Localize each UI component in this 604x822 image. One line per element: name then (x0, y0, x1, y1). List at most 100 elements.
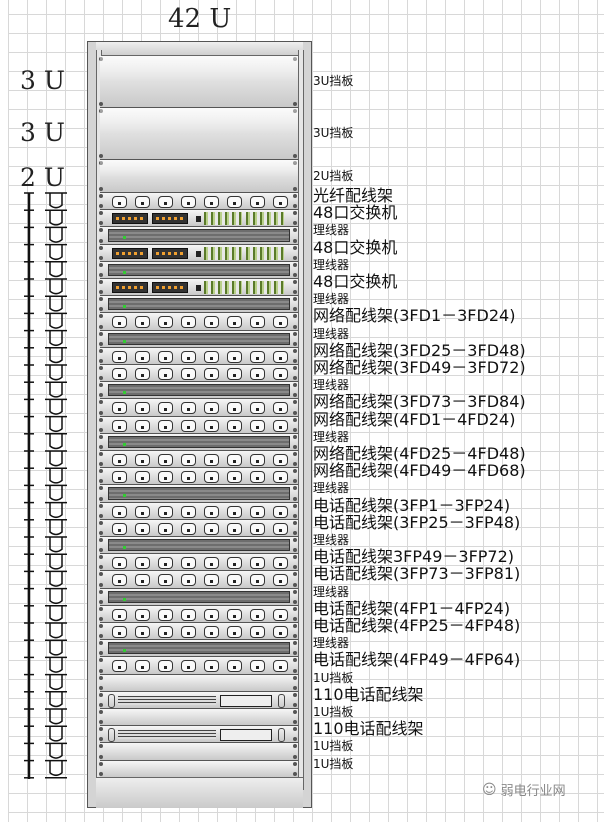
u-glyph-mark (49, 588, 63, 605)
screw-icon (99, 727, 103, 732)
screw-icon (293, 727, 297, 732)
screw-icon (99, 228, 103, 233)
port-outlet-icon (227, 574, 242, 587)
u-glyph-mark (49, 571, 63, 587)
screw-icon (99, 255, 103, 260)
rack-unit-patch (99, 571, 298, 589)
port-outlet-icon (181, 316, 196, 329)
screw-icon (99, 348, 103, 353)
u-glyph-mark (49, 674, 63, 691)
screw-icon (293, 358, 297, 363)
handle-icon (278, 693, 285, 708)
uplink-ports (112, 213, 148, 225)
screw-icon (293, 754, 297, 759)
port-outlet-icon (273, 402, 288, 415)
uplink-ports (112, 247, 148, 259)
screw-icon (293, 348, 297, 353)
screw-icon (99, 634, 103, 639)
rack-base (96, 777, 303, 808)
screw-icon (293, 761, 297, 766)
screw-icon (99, 616, 103, 621)
port-outlet-icon (135, 660, 150, 673)
unit-label: 网络配线架(3FD49－3FD72) (313, 358, 526, 377)
rack-unit-patch (99, 502, 298, 520)
wechat-icon: ☺ (482, 781, 497, 798)
port-outlet-icon (273, 350, 288, 363)
port-outlet-icon (204, 402, 219, 415)
rack-unit-blank3 (99, 108, 298, 160)
screw-icon (293, 771, 297, 776)
u-glyph-mark (49, 244, 63, 261)
port-outlet-icon (181, 402, 196, 415)
u-glyph-mark (49, 709, 63, 725)
port-outlet-icon (158, 316, 173, 329)
screw-icon (293, 520, 297, 525)
rack-unit-patch (99, 313, 298, 331)
screw-icon (99, 427, 103, 432)
screw-icon (99, 204, 103, 209)
port-outlet-icon (204, 505, 219, 518)
port-outlet-icon (158, 608, 173, 621)
screw-icon (293, 307, 297, 312)
port-outlet-icon (112, 505, 127, 518)
port-outlet-icon (204, 626, 219, 638)
screw-icon (99, 520, 103, 525)
port-outlet-icon (273, 316, 288, 329)
port-outlet-icon (112, 626, 127, 638)
screw-icon (293, 513, 297, 518)
port-outlet-icon (181, 557, 196, 570)
rack-rail-right (298, 50, 304, 790)
screw-icon (293, 658, 297, 663)
port-outlet-icon (250, 350, 265, 363)
screw-icon (99, 102, 103, 106)
unit-label: 理线器 (313, 481, 350, 496)
screw-icon (99, 307, 103, 312)
port-outlet-icon (250, 574, 265, 587)
port-outlet-icon (181, 574, 196, 587)
screw-icon (99, 341, 103, 346)
screw-icon (99, 358, 103, 363)
port-outlet-icon (181, 626, 196, 638)
screw-icon (99, 641, 103, 646)
u-glyph-mark (49, 640, 63, 656)
screw-icon (99, 194, 103, 198)
port-outlet-icon (250, 608, 265, 621)
screw-icon (99, 685, 103, 690)
screw-icon (293, 685, 297, 690)
rack-unit-patch (99, 451, 298, 469)
u-glyph-mark (49, 760, 63, 777)
port-outlet-icon (227, 505, 242, 518)
screw-icon (99, 513, 103, 518)
port-outlet-icon (112, 419, 127, 432)
screw-icon (99, 434, 103, 439)
screw-icon (293, 641, 297, 646)
screw-icon (293, 444, 297, 449)
screw-icon (99, 452, 103, 456)
u-glyph-mark (49, 623, 63, 639)
screw-icon (293, 530, 297, 535)
screw-icon (293, 194, 297, 198)
u-glyph-mark (49, 261, 63, 278)
port-outlet-icon (273, 608, 288, 621)
scale-label-3u: 3 U (20, 118, 65, 147)
cable-manager-bar (108, 435, 290, 448)
port-outlet-icon (273, 626, 288, 638)
port-outlet-icon (135, 608, 150, 621)
screw-icon (293, 221, 297, 226)
screw-icon (99, 606, 103, 611)
screw-icon (99, 599, 103, 604)
screw-icon (293, 582, 297, 587)
ethernet-ports (246, 212, 284, 226)
screw-icon (293, 538, 297, 542)
screw-icon (293, 255, 297, 260)
port-outlet-icon (204, 471, 219, 484)
rack-unit-blank1 (99, 674, 298, 692)
screw-icon (99, 710, 103, 714)
unit-label: 48口交换机 (313, 203, 398, 223)
u-glyph-mark (49, 468, 63, 484)
screw-icon (293, 710, 297, 714)
port-outlet-icon (227, 608, 242, 621)
uplink-ports (152, 282, 188, 293)
ethernet-ports (204, 281, 242, 294)
port-outlet-icon (204, 660, 219, 673)
